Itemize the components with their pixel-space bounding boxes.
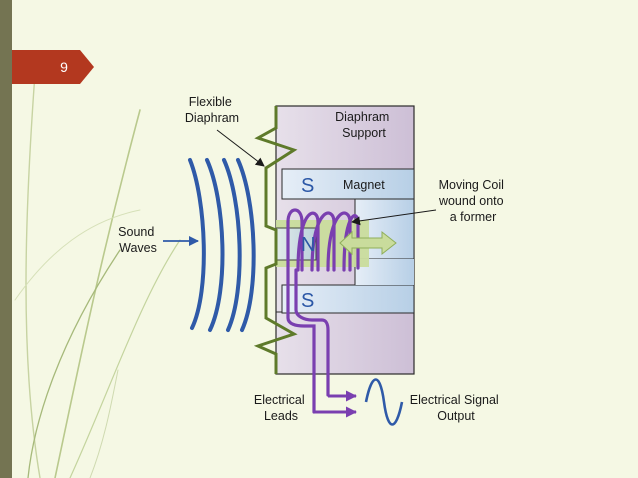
label-signal-output: Electrical Signal Output [410, 393, 502, 423]
pole-s-top: S [301, 175, 314, 197]
label-moving-coil: Moving Coil wound onto a former [438, 178, 507, 224]
flexible-diaphram [253, 106, 298, 374]
label-flexible-diaphram: Flexible Diaphram [185, 95, 239, 125]
pole-n: N [301, 234, 315, 256]
diaphram-pointer-line [216, 129, 265, 167]
moving-coil [286, 208, 360, 414]
movement-arrow [339, 230, 397, 256]
label-electrical-leads: Electrical Leads [254, 393, 308, 423]
label-diaphram-support: Diaphram Support [335, 110, 393, 140]
left-sidebar-bar [0, 0, 12, 478]
slide-number: 9 [60, 59, 68, 75]
pole-s-bottom: S [301, 290, 314, 312]
sine-wave-icon [364, 378, 404, 426]
sound-wave-arcs [188, 158, 256, 332]
decorative-curves [14, 59, 181, 478]
coil-pointer-line [351, 209, 437, 226]
label-sound-waves: Sound Waves [118, 225, 158, 255]
label-magnet: Magnet [343, 178, 385, 192]
slide-number-badge: 9 [12, 50, 94, 84]
